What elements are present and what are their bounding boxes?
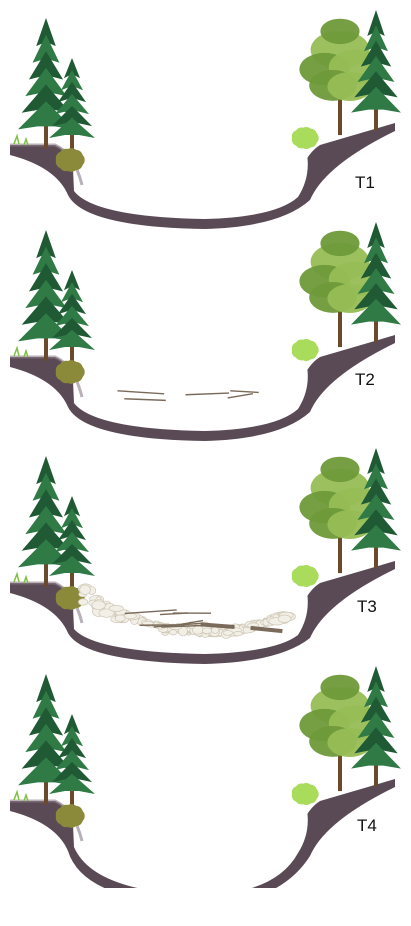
panel-t3-art <box>0 438 411 670</box>
sediment-stone-icon <box>92 601 105 610</box>
sediment-stone-icon <box>223 631 233 636</box>
sediment-stone-icon <box>115 615 125 622</box>
panel-t4-art <box>0 656 411 888</box>
panel-t1-art <box>0 0 411 232</box>
woody-debris-icon <box>117 391 258 401</box>
panel-label-t1: T1 <box>355 174 375 191</box>
channel-void <box>72 803 308 888</box>
sediment-stone-icon <box>109 605 123 611</box>
sediment-stone-icon <box>234 631 243 635</box>
sediment-stone-icon <box>278 615 291 623</box>
panel-label-t4: T4 <box>357 817 377 834</box>
sediment-stone-icon <box>78 599 87 605</box>
panel-t2-art <box>0 212 411 444</box>
panel-label-t2: T2 <box>355 371 375 388</box>
soil-cross-section <box>10 779 395 888</box>
sediment-stone-icon <box>170 630 177 635</box>
sediment-stone-icon <box>202 628 212 634</box>
sediment-stone-icon <box>80 585 91 595</box>
channel-void <box>72 147 308 219</box>
green-shrub-icon <box>292 783 319 805</box>
sediment-stone-icon <box>212 627 219 634</box>
green-shrub-icon <box>292 565 319 587</box>
panel-label-t3: T3 <box>357 598 377 615</box>
green-shrub-icon <box>292 339 319 361</box>
green-shrub-icon <box>292 127 319 149</box>
